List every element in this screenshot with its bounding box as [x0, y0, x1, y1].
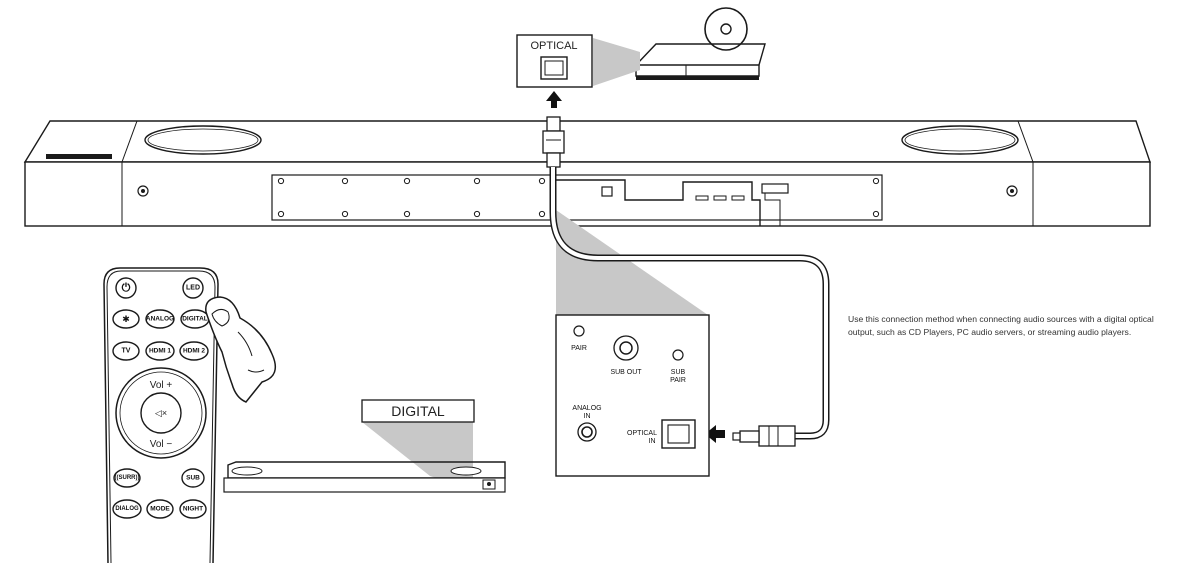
pair-label: PAIR [571, 345, 587, 352]
digital-label-box: DIGITAL [361, 399, 475, 423]
mute-button[interactable]: ◁× [155, 408, 167, 418]
svg-text:((SURR)): ((SURR)) [115, 475, 140, 481]
arrow-up-icon [546, 91, 562, 108]
svg-text:HDMI 1: HDMI 1 [149, 348, 171, 355]
analog-in-label-1: ANALOG [572, 405, 601, 412]
soundbar-front-small [223, 461, 506, 493]
hdmi1-button[interactable]: HDMI 1 [145, 341, 175, 361]
bluetooth-button[interactable]: ✱ [112, 309, 140, 329]
led-button[interactable]: LED [182, 277, 204, 299]
arrow-left-icon [705, 425, 725, 443]
optical-label: OPTICAL [530, 40, 577, 52]
night-button[interactable]: NIGHT [179, 499, 207, 519]
sub-button[interactable]: SUB [181, 468, 205, 488]
svg-text:DIGITAL: DIGITAL [182, 316, 208, 323]
sub-out-label: SUB OUT [610, 369, 642, 376]
vol-up-button[interactable]: Vol + [150, 380, 173, 391]
optical-label-box: OPTICAL [516, 34, 593, 88]
optical-cable [542, 116, 830, 447]
sub-pair-label-2: PAIR [670, 377, 686, 384]
surround-button[interactable]: ((SURR)) [113, 468, 141, 488]
mode-button[interactable]: MODE [146, 499, 174, 519]
svg-text:⏻: ⏻ [122, 281, 131, 294]
finger-icon [205, 296, 277, 403]
vol-down-button[interactable]: Vol − [150, 439, 173, 450]
connection-instructions: Use this connection method when connecti… [848, 314, 1154, 337]
svg-text:TV: TV [122, 348, 131, 355]
tv-button[interactable]: TV [112, 341, 140, 361]
rear-panel: PAIR SUB OUT SUB PAIR ANALOG IN OPTICAL … [555, 314, 710, 477]
soundbar [23, 120, 1151, 227]
optical-in-label-2: IN [649, 438, 656, 445]
svg-text:NIGHT: NIGHT [183, 506, 203, 513]
svg-text:LED: LED [186, 285, 200, 292]
svg-text:SUB: SUB [186, 475, 200, 482]
svg-text:✱: ✱ [122, 314, 130, 324]
analog-in-label-2: IN [584, 413, 591, 420]
svg-text:MODE: MODE [150, 506, 170, 513]
remote-control: ⏻ LED ✱ ANALOG DIGITAL TV HDMI 1 HDMI 2 [103, 267, 219, 563]
analog-button[interactable]: ANALOG [145, 309, 175, 329]
hdmi2-button[interactable]: HDMI 2 [179, 341, 209, 361]
cd-player-icon [634, 7, 766, 80]
volume-ring[interactable] [115, 367, 207, 459]
power-button[interactable]: ⏻ [115, 277, 137, 299]
sub-pair-label-1: SUB [671, 369, 686, 376]
dialog-button[interactable]: DIALOG [112, 499, 142, 519]
digital-button[interactable]: DIGITAL [180, 309, 210, 329]
svg-text:ANALOG: ANALOG [146, 316, 174, 323]
digital-label: DIGITAL [391, 403, 445, 419]
svg-text:DIALOG: DIALOG [115, 506, 139, 512]
optical-in-label-1: OPTICAL [627, 430, 657, 437]
svg-text:HDMI 2: HDMI 2 [183, 348, 205, 355]
